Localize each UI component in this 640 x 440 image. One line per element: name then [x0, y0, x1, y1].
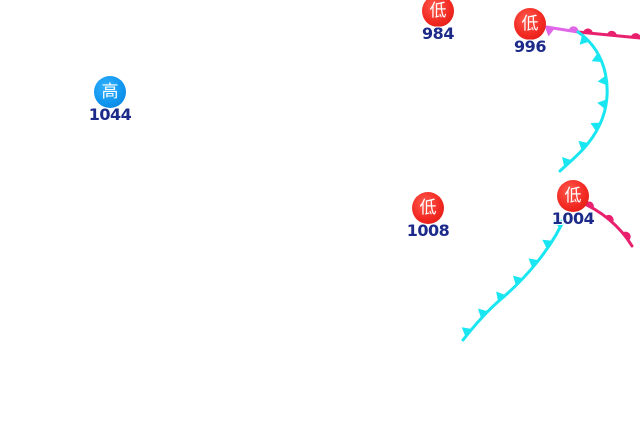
low-pressure-center-1004[interactable]: 低 1004: [543, 180, 603, 228]
low-pressure-icon: 低: [422, 0, 454, 27]
cold-front-triangle: [562, 157, 572, 167]
warm-front: [576, 28, 640, 40]
low-pressure-center-984[interactable]: 低 984: [408, 0, 468, 43]
low-pressure-icon: 低: [557, 180, 589, 212]
occluded-front-line: [538, 24, 580, 34]
cold-front-triangle: [544, 26, 555, 37]
cold-front-triangle: [542, 239, 553, 249]
pressure-value: 1008: [406, 221, 450, 240]
cold-front-triangle: [478, 308, 488, 319]
cold-front-triangle: [553, 219, 565, 229]
high-pressure-center-1044[interactable]: 高 1044: [80, 76, 140, 124]
warm-front-semicircle: [622, 231, 631, 241]
low-pressure-icon: 低: [412, 192, 444, 224]
pressure-value: 996: [514, 37, 546, 56]
pressure-value: 1004: [551, 209, 595, 228]
cold-front-triangle: [528, 258, 539, 268]
cold-front-triangle: [579, 34, 590, 45]
warm-front-semicircle: [583, 28, 593, 34]
cold-front-triangle: [597, 99, 607, 110]
warm-front-semicircle: [568, 26, 579, 33]
low-pressure-icon: 低: [514, 8, 546, 40]
cold-front: [558, 30, 609, 173]
pressure-value: 1044: [88, 105, 132, 124]
cold-front: [461, 213, 568, 342]
cold-front-triangle: [496, 291, 506, 302]
pressure-value: 984: [422, 24, 454, 43]
low-pressure-center-996[interactable]: 低 996: [500, 8, 560, 56]
cold-front-triangle: [590, 122, 601, 132]
warm-front-semicircle: [605, 214, 614, 223]
warm-front-semicircle: [606, 30, 617, 36]
high-pressure-icon: 高: [94, 76, 126, 108]
warm-front-semicircle: [630, 33, 640, 39]
occluded-front: [538, 24, 580, 37]
cold-front-triangle: [578, 140, 589, 151]
cold-front-triangle: [597, 75, 608, 86]
cold-front-triangle: [591, 53, 602, 62]
cold-front-line: [558, 30, 609, 173]
cold-front-triangle: [513, 275, 523, 286]
low-pressure-center-1008[interactable]: 低 1008: [398, 192, 458, 240]
cold-front-triangle: [461, 327, 472, 337]
